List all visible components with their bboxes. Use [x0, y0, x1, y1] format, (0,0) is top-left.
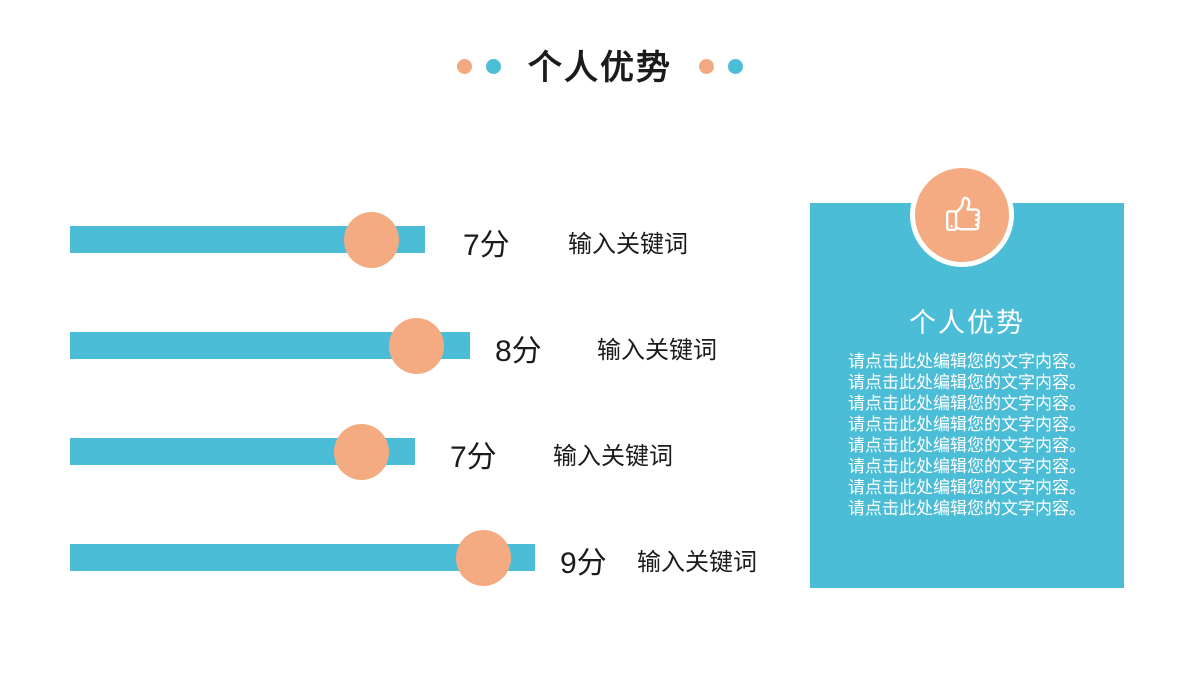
advantage-card: 个人优势 请点击此处编辑您的文字内容。 请点击此处编辑您的文字内容。 请点击此处…: [810, 203, 1124, 588]
title-dot-orange-right: [699, 59, 714, 74]
bar-score-label: 8分: [495, 335, 542, 368]
bar-keyword-label: 输入关键词: [637, 549, 757, 576]
list-item: 请点击此处编辑您的文字内容。: [848, 415, 1086, 434]
title-dots-right: [699, 55, 743, 74]
bar-knob[interactable]: [344, 212, 399, 268]
table-row[interactable]: 7分 输入关键词: [0, 200, 800, 280]
advantage-card-body: 请点击此处编辑您的文字内容。 请点击此处编辑您的文字内容。 请点击此处编辑您的文…: [810, 351, 1124, 519]
skill-bar-chart: 7分 输入关键词 8分 输入关键词 7分 输入关键词 9分 输入关键词: [0, 200, 800, 600]
page-title-text: 个人优势: [528, 49, 672, 87]
thumbs-up-icon: [936, 189, 988, 241]
list-item: 请点击此处编辑您的文字内容。: [848, 478, 1086, 497]
bar-keyword-label: 输入关键词: [568, 231, 688, 258]
title-dot-teal-left: [486, 59, 501, 74]
bar-keyword-label: 输入关键词: [597, 337, 717, 364]
bar-knob[interactable]: [389, 318, 444, 374]
bar-score-label: 9分: [560, 547, 607, 580]
table-row[interactable]: 9分 输入关键词: [0, 518, 800, 598]
bar-knob[interactable]: [334, 424, 389, 480]
bar-score-label: 7分: [463, 229, 510, 262]
thumbs-up-icon-badge: [910, 163, 1014, 267]
list-item: 请点击此处编辑您的文字内容。: [848, 457, 1086, 476]
list-item: 请点击此处编辑您的文字内容。: [848, 394, 1086, 413]
list-item: 请点击此处编辑您的文字内容。: [848, 373, 1086, 392]
bar-knob[interactable]: [456, 530, 511, 586]
title-dot-orange-left: [457, 59, 472, 74]
bar-score-label: 7分: [450, 441, 497, 474]
list-item: 请点击此处编辑您的文字内容。: [848, 352, 1086, 371]
list-item: 请点击此处编辑您的文字内容。: [848, 499, 1086, 518]
table-row[interactable]: 7分 输入关键词: [0, 412, 800, 492]
bar-keyword-label: 输入关键词: [553, 443, 673, 470]
page-title: 个人优势: [0, 40, 1200, 89]
table-row[interactable]: 8分 输入关键词: [0, 306, 800, 386]
list-item: 请点击此处编辑您的文字内容。: [848, 436, 1086, 455]
advantage-card-title: 个人优势: [909, 308, 1025, 338]
title-dot-teal-right: [728, 59, 743, 74]
title-dots-left: [457, 55, 501, 74]
